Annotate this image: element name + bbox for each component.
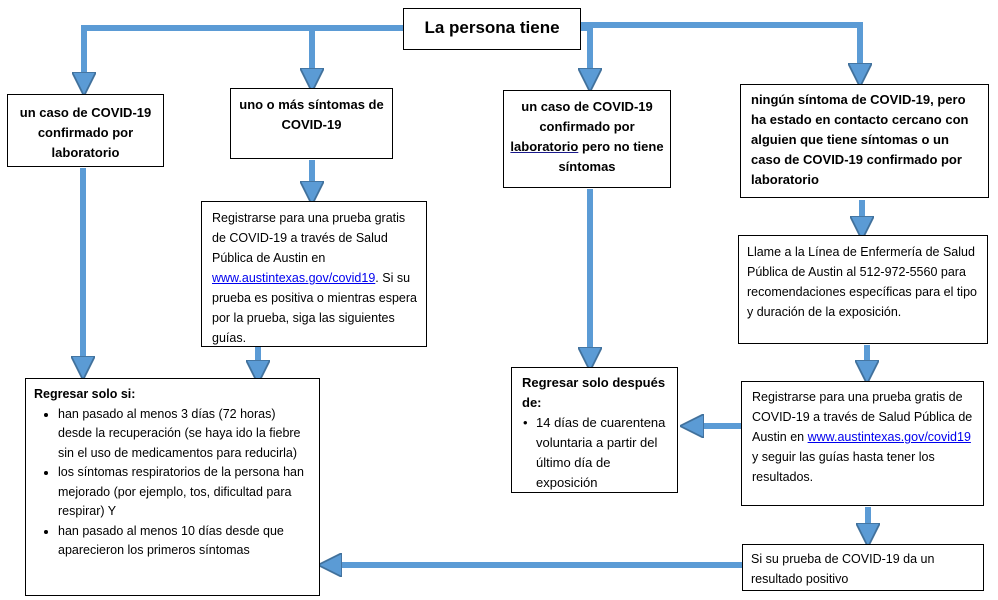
- lab-no-symptoms-suffix: pero no tiene síntomas: [558, 139, 664, 174]
- return-criteria-list: han pasado al menos 3 días (72 horas) de…: [34, 405, 311, 561]
- lab-no-symptoms-underlined: laboratorio: [510, 139, 579, 154]
- register-2-link[interactable]: www.austintexas.gov/covid19: [807, 430, 971, 444]
- positive-result-box: Si su prueba de COVID-19 da un resultado…: [742, 544, 984, 591]
- return-criteria-box: Regresar solo si: han pasado al menos 3 …: [25, 378, 320, 596]
- register-2-text-after: y seguir las guías hasta tener los resul…: [752, 450, 935, 484]
- bullet-icon: •: [523, 415, 528, 430]
- lab-confirmed-box: un caso de COVID-19 confirmado por labor…: [7, 94, 164, 167]
- return-criteria-item: los síntomas respiratorios de la persona…: [58, 463, 311, 522]
- quarantine-item-text: 14 días de cuarentena voluntaria a parti…: [536, 415, 666, 490]
- quarantine-item: • 14 días de cuarentena voluntaria a par…: [523, 413, 669, 492]
- register-1-link[interactable]: www.austintexas.gov/covid19: [212, 271, 376, 285]
- lab-no-symptoms-prefix: un caso de COVID-19 confirmado por: [521, 99, 653, 134]
- quarantine-box: Regresar solo después de: • 14 días de c…: [511, 367, 678, 493]
- symptoms-text: uno o más síntomas de COVID-19: [239, 97, 384, 132]
- quarantine-list: • 14 días de cuarentena voluntaria a par…: [522, 413, 669, 492]
- title-box: La persona tiene: [403, 8, 581, 50]
- return-criteria-item: han pasado al menos 10 días desde que ap…: [58, 522, 311, 561]
- positive-result-text: Si su prueba de COVID-19 da un resultado…: [751, 552, 935, 586]
- quarantine-heading: Regresar solo después de:: [522, 375, 666, 410]
- return-criteria-item: han pasado al menos 3 días (72 horas) de…: [58, 405, 311, 464]
- lab-no-symptoms-box: un caso de COVID-19 confirmado por labor…: [503, 90, 671, 188]
- return-criteria-heading: Regresar solo si:: [34, 387, 136, 401]
- symptoms-box: uno o más síntomas de COVID-19: [230, 88, 393, 159]
- nurse-line-text: Llame a la Línea de Enfermería de Salud …: [747, 245, 977, 319]
- arrow-title-to-lab-no-symptoms: [580, 25, 590, 80]
- register-box-1: Registrarse para una prueba gratis de CO…: [201, 201, 427, 347]
- arrow-title-to-contact: [580, 22, 860, 75]
- contact-text: ningún síntoma de COVID-19, pero ha esta…: [751, 92, 969, 187]
- diagram-title: La persona tiene: [424, 18, 560, 37]
- nurse-line-box: Llame a la Línea de Enfermería de Salud …: [738, 235, 988, 344]
- lab-confirmed-text: un caso de COVID-19 confirmado por labor…: [19, 105, 152, 160]
- register-1-text-after: . Si su prueba es positiva o mientras es…: [212, 271, 417, 345]
- contact-box: ningún síntoma de COVID-19, pero ha esta…: [740, 84, 989, 198]
- register-1-text-before: Registrarse para una prueba gratis de CO…: [212, 211, 406, 265]
- arrow-title-to-lab-confirmed: [84, 25, 405, 84]
- register-2-text-before: Registrarse para una prueba gratis de CO…: [752, 390, 973, 444]
- register-box-2: Registrarse para una prueba gratis de CO…: [741, 381, 984, 506]
